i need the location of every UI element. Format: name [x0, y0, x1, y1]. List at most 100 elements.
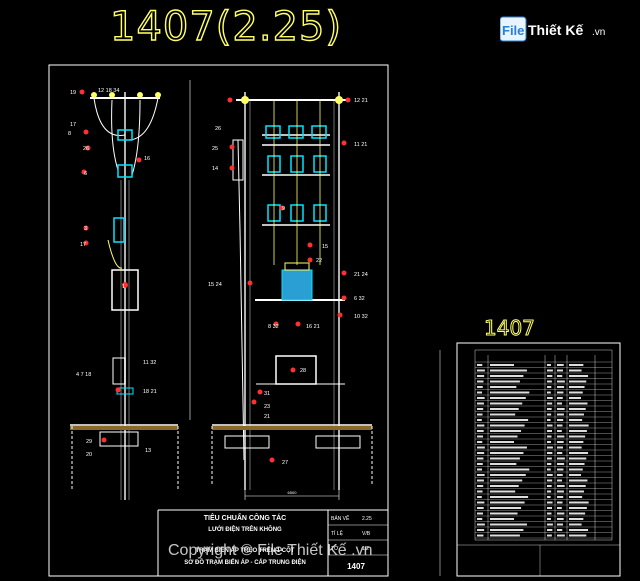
table-cell-text [547, 408, 552, 410]
table-cell-text [477, 430, 484, 432]
callout-label-left: 18 21 [143, 389, 157, 395]
table-cell-text [569, 512, 586, 515]
table-cell-text [557, 424, 563, 427]
table-cell-text [569, 479, 588, 482]
table-cell-text [477, 375, 485, 377]
table-cell-text [477, 474, 485, 476]
side-sheet-frame [456, 342, 621, 577]
table-cell-text [490, 413, 516, 416]
table-cell-text [569, 446, 582, 449]
callout-label-left: 12 18 34 [98, 88, 119, 94]
table-cell-text [547, 463, 552, 465]
table-cell-text [490, 408, 519, 410]
table-cell-text [569, 507, 587, 509]
table-cell-text [557, 408, 565, 410]
table-cell-text [569, 518, 584, 520]
scale-label: TỈ LỆ [331, 529, 344, 537]
table-cell-text [477, 452, 485, 454]
table-cell-text [547, 490, 552, 493]
table-cell-text [569, 474, 581, 476]
table-cell-text [477, 507, 484, 509]
table-cell-text [477, 413, 483, 416]
table-cell-text [477, 523, 485, 526]
table-cell-text [490, 386, 517, 388]
table-cell-text [569, 501, 589, 504]
title-line-3: TRẠM BIẾN ÁP TREO TRÊN 1 CỘT [196, 546, 295, 554]
callout-label-left: 26 [83, 146, 89, 152]
table-cell-text [547, 375, 553, 377]
table-cell-text [557, 430, 562, 432]
scale-value: V/B [362, 531, 371, 537]
table-cell-text [477, 512, 483, 515]
table-cell-text [490, 364, 514, 366]
callout-label-left: 29 [86, 439, 92, 445]
table-cell-text [569, 369, 582, 372]
table-cell-text [477, 501, 485, 504]
table-cell-text [490, 463, 517, 465]
title-block [157, 509, 388, 576]
table-cell-text [547, 419, 551, 421]
table-cell-text [557, 386, 565, 388]
callout-label-right: 10 32 [354, 314, 368, 320]
callout-label-right: 11 21 [354, 142, 367, 148]
drawing-title: 1407(2.25) [109, 3, 343, 50]
dimension-label: 6500 [288, 490, 298, 495]
drawing-frame [48, 64, 389, 577]
drawing-no: 2.25 [362, 516, 372, 522]
table-cell-text [557, 501, 563, 504]
table-cell-text [490, 430, 522, 432]
table-cell-text [477, 391, 483, 394]
title-line-4: SƠ ĐỒ TRẠM BIẾN ÁP - CẤP TRUNG ĐIỆN [184, 558, 306, 566]
table-cell-text [547, 479, 553, 482]
table-cell-text [490, 490, 516, 493]
table-cell-text [547, 501, 553, 504]
title-line-2: LƯỚI ĐIỆN TRÊN KHÔNG [208, 525, 282, 533]
table-cell-text [477, 386, 483, 388]
table-cell-text [490, 457, 520, 460]
table-cell-text [490, 507, 522, 509]
table-cell-text [557, 485, 565, 487]
table-cell-text [477, 419, 482, 421]
table-cell-text [569, 534, 587, 537]
table-cell-text [557, 496, 564, 498]
table-cell-text [477, 468, 483, 471]
callout-markers [79, 89, 351, 463]
table-cell-text [569, 408, 586, 410]
table-cell-text [569, 457, 587, 460]
table-cell-text [569, 386, 585, 388]
callout-label-left: 19 [70, 90, 76, 96]
table-cell-text [490, 419, 529, 421]
table-cell-text [557, 512, 565, 515]
table-cell-text [547, 424, 553, 427]
table-cell-text [557, 479, 563, 482]
table-cell-text [547, 391, 551, 394]
table-cell-text [490, 375, 524, 377]
table-cell-text [569, 468, 583, 471]
callout-label-left: 1 [122, 284, 125, 290]
callout-label-right: 8 32 [268, 324, 279, 330]
table-cell-text [557, 380, 565, 383]
table-cell-text [490, 435, 518, 438]
title-line-1: TIÊU CHUẨN CÔNG TÁC [204, 513, 286, 522]
table-cell-text [557, 518, 564, 520]
svg-text:Thiết Kế: Thiết Kế [528, 22, 583, 38]
callout-label-middle: 9 [282, 206, 285, 212]
callout-label-right: 21 24 [354, 272, 368, 278]
table-cell-text [557, 391, 564, 394]
table-cell-text [547, 529, 553, 531]
table-cell-text [477, 518, 483, 520]
table-cell-text [490, 534, 520, 537]
table-cell-text [547, 386, 552, 388]
table-cell-text [477, 408, 484, 410]
table-cell-text [490, 452, 524, 454]
table-cell-text [547, 518, 551, 520]
table-cell-text [557, 452, 563, 454]
table-cell-text [477, 529, 485, 531]
table-cell-text [477, 435, 483, 438]
table-cell-text [557, 490, 564, 493]
table-cell-text [490, 441, 514, 443]
callout-label-middle: 25 [212, 146, 218, 152]
side-sheet-number: 1407 [484, 316, 536, 341]
table-cell-text [490, 501, 525, 504]
table-cell-text [490, 485, 519, 487]
